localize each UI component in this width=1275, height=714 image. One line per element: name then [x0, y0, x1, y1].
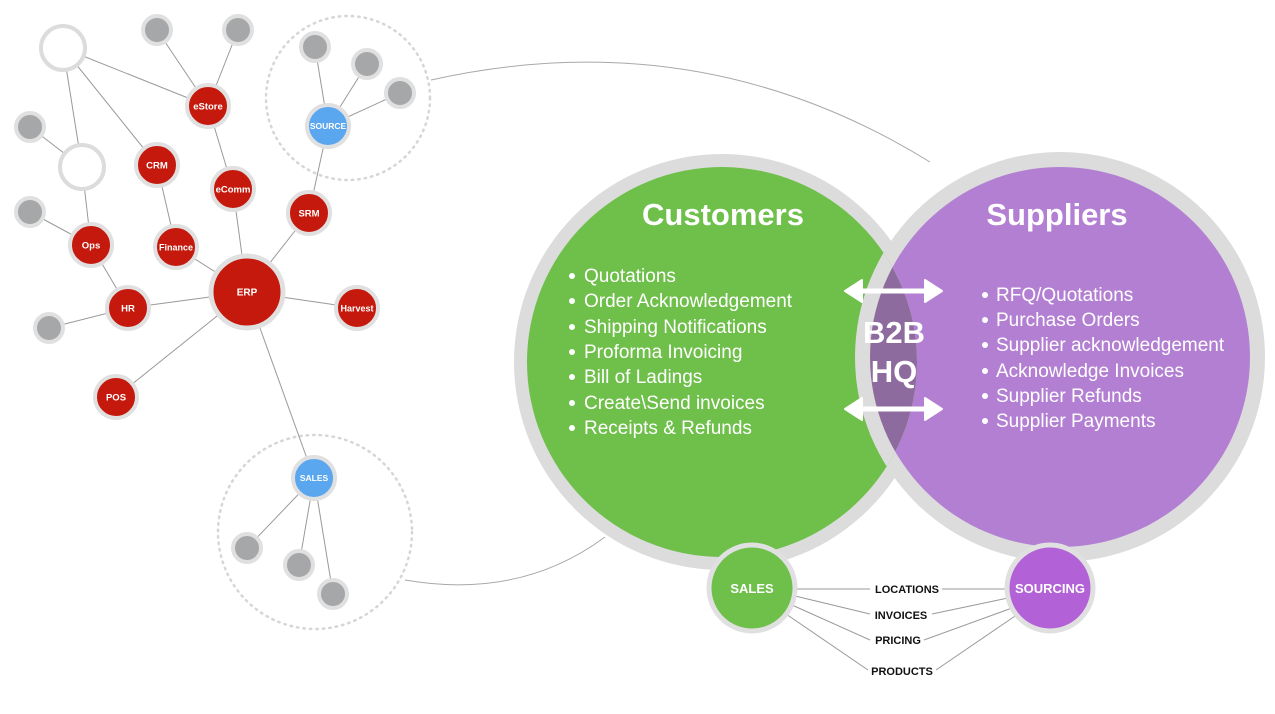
- node-finance[interactable]: Finance: [153, 224, 199, 270]
- customers-title: Customers: [642, 197, 804, 232]
- list-item: Supplier Payments: [996, 411, 1155, 432]
- suppliers-title: Suppliers: [986, 197, 1127, 232]
- svg-text:Finance: Finance: [159, 243, 193, 253]
- svg-text:SRM: SRM: [298, 209, 319, 220]
- list-item: Order Acknowledgement: [584, 291, 793, 312]
- leaf-node: [317, 578, 349, 610]
- node-ops[interactable]: Ops: [68, 222, 114, 268]
- list-item: Bill of Ladings: [584, 367, 702, 388]
- link-label-invoices: INVOICES: [875, 610, 928, 622]
- list-item: Receipts & Refunds: [584, 418, 752, 439]
- svg-text:SOURCING: SOURCING: [1015, 581, 1085, 596]
- suppliers-list: RFQ/Quotations Purchase Orders Supplier …: [982, 285, 1225, 432]
- leaf-node: [283, 549, 315, 581]
- empty-node: [39, 24, 87, 72]
- svg-text:POS: POS: [106, 393, 126, 404]
- b2b-label: B2B: [863, 315, 925, 350]
- link-label-locations: LOCATIONS: [875, 584, 939, 596]
- node-erp[interactable]: ERP: [208, 253, 286, 331]
- svg-text:Ops: Ops: [82, 241, 100, 252]
- curve-source-to-suppliers: [430, 61, 931, 163]
- empty-node: [58, 143, 106, 191]
- leaf-node: [299, 31, 331, 63]
- link-label-pricing: PRICING: [875, 635, 921, 647]
- customers-list: Quotations Order Acknowledgement Shippin…: [569, 266, 793, 439]
- leaf-node: [384, 77, 416, 109]
- node-pos[interactable]: POS: [93, 374, 139, 420]
- leaf-node: [14, 111, 46, 143]
- list-item: Supplier acknowledgement: [996, 335, 1225, 356]
- sales-cluster-ring: [216, 433, 414, 631]
- curve-sales-to-customers: [404, 536, 606, 586]
- connector-lines: [785, 588, 1019, 671]
- list-item: RFQ/Quotations: [996, 285, 1133, 306]
- hq-label: HQ: [871, 354, 918, 389]
- list-item: Quotations: [584, 266, 676, 287]
- customers-circle: [527, 167, 917, 557]
- suppliers-circle: [870, 167, 1250, 547]
- leaf-node: [351, 48, 383, 80]
- leaf-node: [231, 532, 263, 564]
- leaf-node: [141, 14, 173, 46]
- list-item: Supplier Refunds: [996, 386, 1142, 407]
- svg-text:eStore: eStore: [193, 102, 223, 113]
- link-label-products: PRODUCTS: [871, 666, 933, 678]
- leaf-nodes: [14, 14, 416, 610]
- svg-text:eComm: eComm: [216, 185, 251, 196]
- svg-text:Harvest: Harvest: [340, 304, 373, 314]
- leaf-node: [222, 14, 254, 46]
- node-harvest[interactable]: Harvest: [334, 285, 380, 331]
- svg-text:CRM: CRM: [146, 161, 168, 172]
- list-item: Shipping Notifications: [584, 317, 767, 338]
- sales-node[interactable]: SALES: [706, 542, 798, 634]
- source-cluster-ring: [264, 14, 432, 182]
- list-item: Create\Send invoices: [584, 393, 765, 414]
- node-crm[interactable]: CRM: [134, 142, 180, 188]
- node-sales-hub[interactable]: SALES: [291, 455, 337, 501]
- svg-text:SALES: SALES: [730, 581, 774, 596]
- node-srm[interactable]: SRM: [286, 190, 332, 236]
- sourcing-node[interactable]: SOURCING: [1004, 542, 1096, 634]
- leaf-node: [33, 312, 65, 344]
- node-estore[interactable]: eStore: [185, 83, 231, 129]
- svg-text:HR: HR: [121, 304, 135, 315]
- list-item: Acknowledge Invoices: [996, 361, 1184, 382]
- node-source[interactable]: SOURCE: [305, 103, 351, 149]
- svg-text:ERP: ERP: [237, 288, 258, 299]
- node-hr[interactable]: HR: [105, 285, 151, 331]
- list-item: Purchase Orders: [996, 310, 1140, 331]
- node-ecomm[interactable]: eComm: [210, 166, 256, 212]
- list-item: Proforma Invoicing: [584, 342, 742, 363]
- leaf-node: [14, 196, 46, 228]
- svg-text:SALES: SALES: [300, 473, 329, 483]
- double-arrow-bottom-icon: [844, 397, 943, 421]
- double-arrow-top-icon: [844, 279, 943, 303]
- svg-text:SOURCE: SOURCE: [310, 121, 347, 131]
